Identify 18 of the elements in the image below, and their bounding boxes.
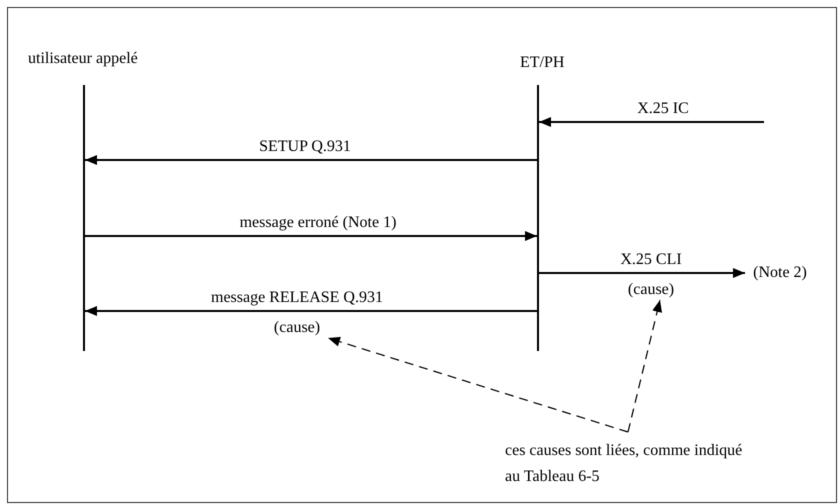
- lifeline-header: utilisateur appelé: [28, 50, 138, 68]
- message-arrow: [85, 306, 537, 316]
- note-text: ces causes sont liées, comme indiqué au Tableau 6-5: [505, 432, 745, 490]
- note-text: (cause): [266, 315, 328, 341]
- leader-line: [627, 300, 662, 432]
- edge-label: SETUP Q.931: [258, 138, 352, 156]
- message-arrow: [85, 155, 537, 165]
- message-arrow: [539, 268, 745, 278]
- note-text: (Note 2): [745, 260, 815, 286]
- edge-label: message erroné (Note 1): [238, 214, 398, 232]
- message-arrow: [539, 117, 764, 127]
- lifeline: [537, 85, 539, 351]
- lifeline: [83, 85, 85, 351]
- note-text: (cause): [620, 277, 682, 303]
- leader-line: [328, 336, 628, 433]
- edge-label: message RELEASE Q.931: [210, 289, 384, 307]
- message-arrow: [85, 231, 537, 241]
- lifeline-header: ET/PH: [520, 54, 564, 72]
